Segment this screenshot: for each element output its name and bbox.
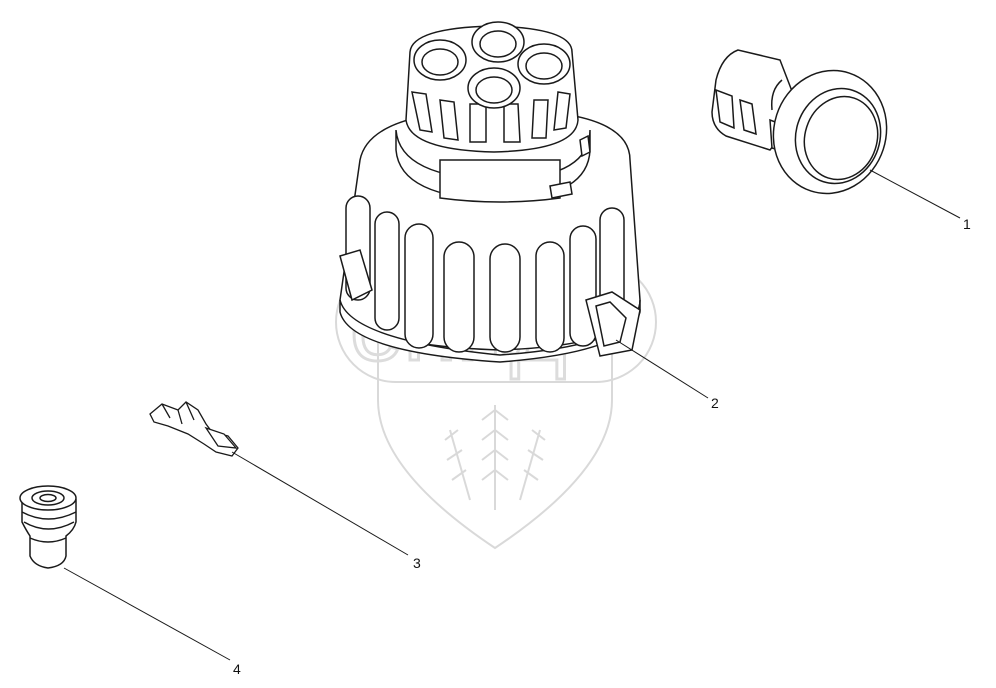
callout-label-1: 1 (963, 216, 971, 232)
leader-line-3 (231, 451, 409, 556)
leader-line-4 (63, 567, 231, 661)
leader-lines (63, 169, 961, 661)
callout-label-4: 4 (233, 661, 241, 677)
leader-line-2 (615, 339, 709, 399)
part-4-seal (19, 485, 77, 569)
callout-label-3: 3 (413, 555, 421, 571)
leader-line-1 (869, 169, 961, 219)
part-2-connector-housing (339, 21, 641, 363)
part-3-terminal (149, 401, 239, 457)
part-1-cap (711, 49, 888, 195)
callout-label-2: 2 (711, 395, 719, 411)
